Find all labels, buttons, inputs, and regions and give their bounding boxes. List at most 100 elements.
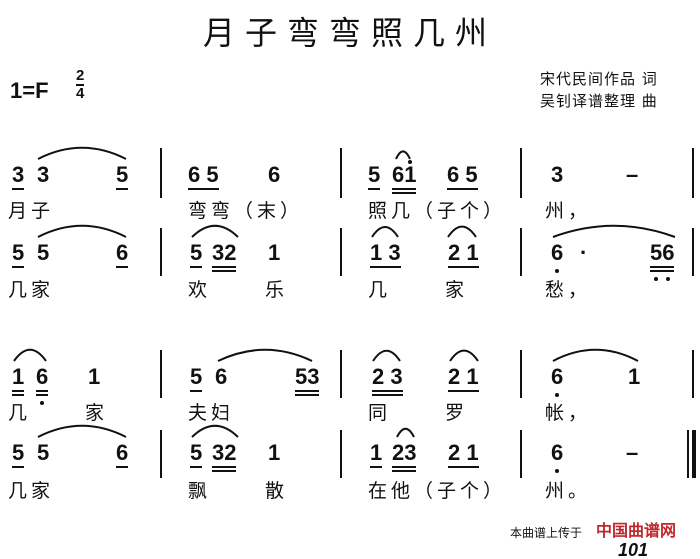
note: – (626, 440, 639, 465)
slur (395, 150, 411, 160)
lyric: 照几（子个） (368, 200, 507, 222)
lyric: 同 (368, 402, 392, 424)
underline (116, 266, 129, 268)
underline (12, 390, 25, 392)
underline (370, 466, 383, 468)
slur (37, 424, 127, 438)
slur (371, 226, 399, 238)
slur (217, 348, 313, 362)
lyricist-credit: 宋代民间作品 词 (540, 70, 658, 88)
underline (212, 266, 237, 268)
low-octave-dot (555, 393, 559, 397)
underline (448, 390, 479, 392)
slur (191, 424, 239, 438)
note: 6 (36, 365, 49, 405)
note: 6 5 (188, 163, 219, 190)
note: 5 (190, 365, 203, 392)
barline (340, 430, 342, 478)
lyric: 几 (8, 402, 32, 424)
underline (190, 266, 203, 268)
slur (37, 146, 127, 160)
note: 2 1 (448, 241, 479, 268)
lyric: 在他（子个） (368, 480, 507, 502)
underline (447, 188, 478, 190)
low-octave-dot (666, 277, 671, 281)
lyric: 乐 (265, 279, 289, 301)
note: 5 (368, 163, 381, 190)
barline (340, 228, 342, 276)
barline (520, 350, 522, 398)
note: 3 (12, 163, 25, 190)
underline (448, 266, 479, 268)
barline (160, 350, 162, 398)
slur (13, 348, 47, 362)
lyric: 几家 (8, 480, 55, 502)
key-signature: 1=F (10, 78, 49, 103)
note: 1 (370, 441, 383, 468)
lyric: 几家 (8, 279, 55, 301)
barline (520, 148, 522, 198)
underline (650, 266, 675, 268)
underline (372, 390, 403, 392)
page-number: 101 (618, 540, 649, 559)
slur (449, 349, 479, 362)
note: 6 (116, 241, 129, 268)
underline (116, 466, 129, 468)
upload-note: 本曲谱上传于 (510, 526, 583, 540)
slur (396, 427, 415, 438)
note: 1 3 (370, 241, 401, 268)
lyric: 愁， (545, 279, 592, 301)
note: 5 (37, 440, 50, 465)
underline (392, 466, 417, 468)
slur (37, 224, 127, 238)
low-octave-dot (654, 277, 658, 281)
lyric: 家 (85, 402, 109, 424)
note: 6 (215, 364, 228, 389)
slur (191, 224, 239, 238)
underline (12, 266, 25, 268)
note: 56 (650, 241, 675, 281)
lyric: 夫妇 (188, 402, 235, 424)
note: 5 (12, 441, 25, 468)
underline (650, 270, 675, 272)
note: 5 (12, 241, 25, 268)
note: 3 (37, 162, 50, 187)
note: 6 5 (447, 163, 478, 190)
note: 5 (37, 240, 50, 265)
underline (36, 394, 49, 396)
underline (188, 188, 219, 190)
note: 32 (212, 241, 237, 272)
barline (160, 228, 162, 276)
underline (36, 390, 49, 392)
barline (160, 148, 162, 198)
note: 2 3 (372, 365, 403, 396)
barline (692, 350, 694, 398)
note: 32 (212, 441, 237, 472)
note: 5 (116, 163, 129, 190)
note: 5 (190, 441, 203, 468)
barline (160, 430, 162, 478)
underline (12, 466, 25, 468)
song-title: 月子弯弯照几州 (202, 14, 497, 52)
barline (340, 148, 342, 198)
high-octave-dot (408, 160, 413, 164)
low-octave-dot (555, 469, 559, 473)
underline (212, 466, 237, 468)
underline (190, 390, 203, 392)
note: – (626, 162, 639, 187)
lyric: 家 (445, 279, 469, 301)
lyric: 飘 (188, 480, 212, 502)
note: 53 (295, 365, 320, 396)
note: 2 1 (448, 441, 479, 468)
note: 5 (190, 241, 203, 268)
site-logo[interactable]: 中国曲谱网 (596, 521, 677, 540)
barline (520, 430, 522, 478)
underline (212, 270, 237, 272)
slur (552, 348, 639, 362)
lyric: 帐， (545, 402, 592, 424)
underline (372, 394, 403, 396)
underline (392, 188, 417, 190)
lyric: 罗 (445, 402, 469, 424)
slur (372, 349, 401, 362)
underline (392, 470, 417, 472)
